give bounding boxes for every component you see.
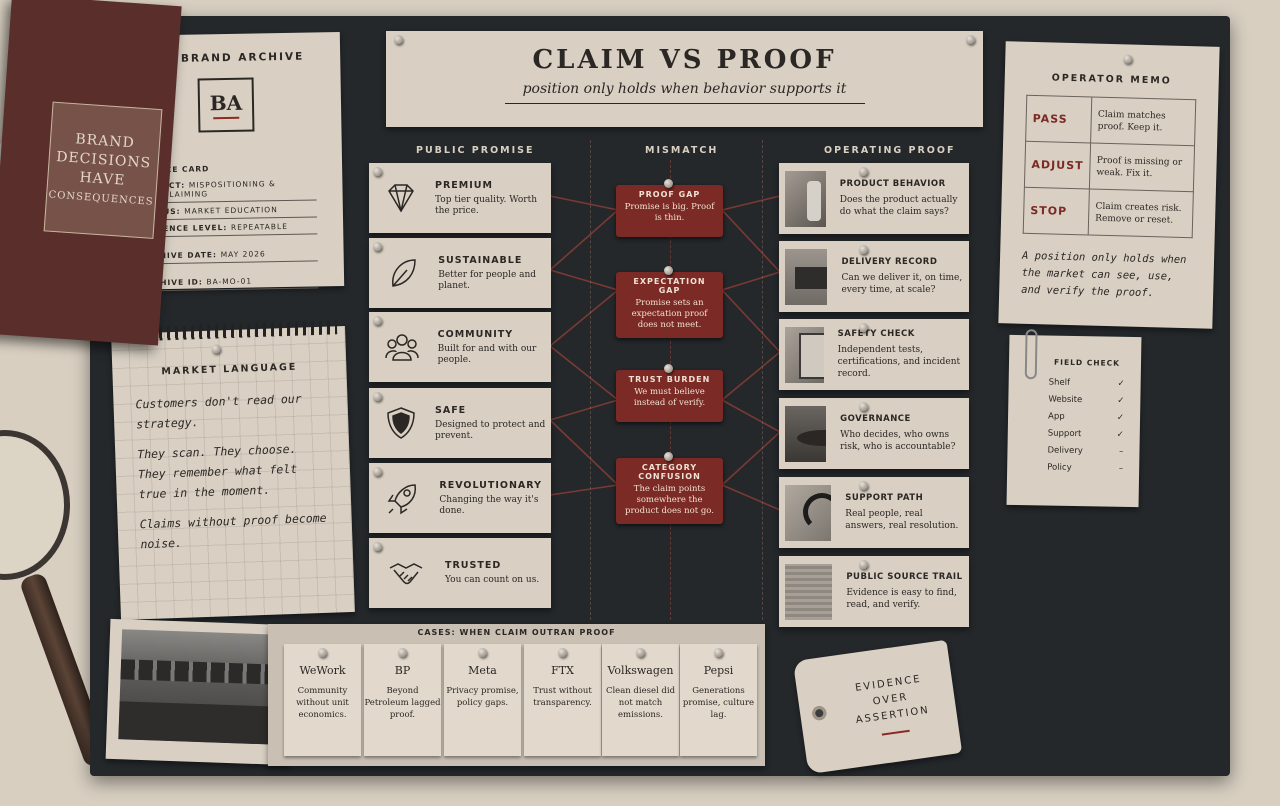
- paperclip-icon: [1024, 329, 1038, 380]
- page-subtitle: position only holds when behavior suppor…: [522, 81, 847, 97]
- archive-photo: [105, 618, 295, 766]
- field-title: FIELD CHECK: [1054, 357, 1121, 368]
- people-icon: [383, 327, 422, 367]
- market-line-1: Customers don't read our strategy.: [135, 391, 302, 432]
- column-promise: PUBLIC PROMISE: [416, 145, 535, 156]
- field-item: Support✓: [1047, 428, 1124, 440]
- document-photo: [785, 563, 833, 620]
- truck-photo: [785, 248, 828, 305]
- memo-note: A position only holds when the market ca…: [1021, 249, 1187, 300]
- clipboard-photo: [785, 326, 824, 383]
- column-mismatch: MISMATCH: [645, 145, 719, 156]
- title-banner: CLAIM VS PROOF position only holds when …: [386, 31, 983, 127]
- tag-hole: [811, 705, 828, 722]
- id-row: ARCHIVE ID: BA-MO-01: [139, 271, 319, 292]
- page-title: CLAIM VS PROOF: [532, 45, 837, 75]
- field-item: Shelf✓: [1048, 377, 1125, 389]
- field-check-card: FIELD CHECK Shelf✓ Website✓ App✓ Support…: [1006, 329, 1142, 508]
- market-line-3: Claims without proof become noise.: [139, 510, 327, 552]
- market-line-2: They scan. They choose. They remember wh…: [137, 441, 298, 502]
- boardroom-photo: [785, 405, 827, 462]
- rocket-icon: [383, 478, 423, 518]
- market-title: MARKET LANGUAGE: [161, 361, 298, 378]
- memo-title: OPERATOR MEMO: [1051, 72, 1172, 87]
- cases-title: CASES: WHEN CLAIM OUTRAN PROOF: [417, 628, 616, 637]
- market-language-note: MARKET LANGUAGE Customers don't read our…: [111, 320, 355, 620]
- headset-photo: [785, 484, 832, 541]
- product-photo: [785, 170, 826, 227]
- column-proof: OPERATING PROOF: [824, 145, 956, 156]
- field-item: Policy–: [1047, 462, 1124, 474]
- field-item: Delivery–: [1047, 445, 1124, 457]
- diamond-icon: [383, 178, 419, 218]
- handshake-icon: [383, 553, 429, 593]
- brand-logo: BA: [197, 77, 255, 133]
- shield-icon: [383, 403, 419, 443]
- leaf-icon: [383, 253, 422, 293]
- field-item: Website✓: [1048, 394, 1125, 406]
- field-item: App✓: [1047, 411, 1125, 423]
